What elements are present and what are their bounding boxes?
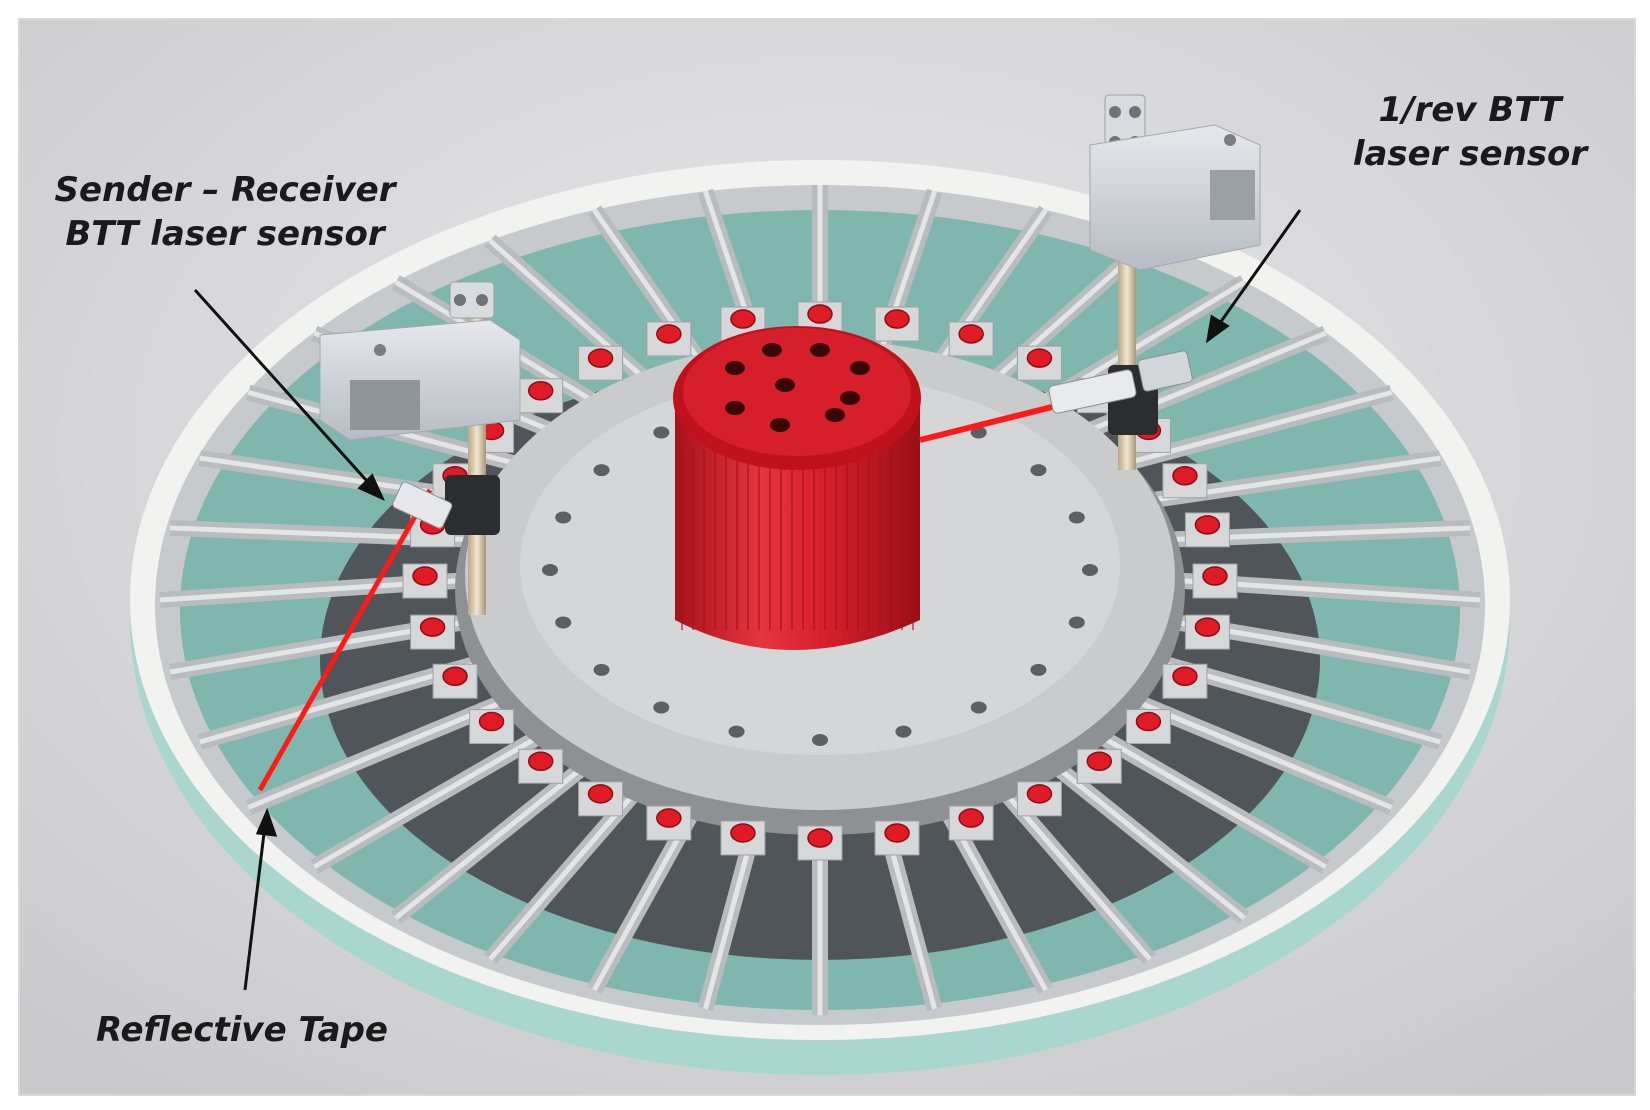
hub-hole [812, 734, 828, 746]
hub-hole [653, 701, 670, 714]
arrow-tape [243, 824, 267, 991]
laser-beam-onerev [919, 402, 1061, 443]
blade-highlight [394, 755, 597, 920]
label-reflective-tape: Reflective Tape [82, 1008, 402, 1052]
label-onerev-line2: laser sensor [1352, 134, 1588, 174]
bolt-head [478, 711, 505, 732]
bolt-head [656, 324, 682, 344]
bolt-head [730, 823, 756, 843]
annotation-arrows [193, 209, 1302, 991]
figure-frame: Sender – Receiver BTT laser sensor 1/rev… [18, 18, 1636, 1096]
bolt-head [1194, 617, 1221, 637]
bolt-head [730, 309, 756, 329]
blade-highlight [313, 726, 554, 869]
bolt-head [1194, 515, 1221, 535]
hub-hole [653, 426, 670, 439]
label-tape-text: Reflective Tape [96, 1010, 388, 1050]
bolt-head [527, 751, 554, 772]
hub-hole [1082, 564, 1098, 576]
arrow-onerev [1213, 209, 1302, 331]
hub-hole [555, 616, 572, 629]
bolt-head [412, 566, 438, 586]
hub-hole [555, 511, 572, 524]
rotor-top-hole [725, 401, 745, 415]
bolt-head [656, 808, 682, 828]
blade-highlight [1043, 755, 1246, 920]
rotor-cylinder [673, 326, 921, 650]
rotor-top-hole [810, 343, 830, 357]
hub-bolt-holes [542, 394, 1098, 746]
hub-hole [970, 426, 987, 439]
bolt-head [884, 823, 910, 843]
hub-hole [1030, 464, 1047, 477]
rotor-top-hole [825, 408, 845, 422]
hub-hole [970, 701, 987, 714]
bolt-head [807, 304, 833, 324]
bolt-head [1026, 348, 1053, 368]
bolt-head [527, 380, 554, 401]
hub-hole [895, 725, 912, 738]
label-onerev-sensor: 1/rev BTT laser sensor [1330, 88, 1610, 176]
rotor-top-hole [770, 418, 790, 432]
hub-hole [593, 464, 610, 477]
bolt-head [1172, 465, 1198, 486]
label-sender-line1: Sender – Receiver [54, 170, 396, 210]
bolt-head [884, 309, 910, 329]
bolt-head [1202, 566, 1228, 586]
rotor-top-hole [840, 391, 860, 405]
rotor-top-hole [850, 361, 870, 375]
blade-highlight [1086, 726, 1327, 869]
label-sender-line2: BTT laser sensor [65, 214, 385, 254]
hub-hole [1068, 511, 1085, 524]
hub-hole [1068, 616, 1085, 629]
bolt-head [1172, 666, 1198, 687]
rotor-top-hole [725, 361, 745, 375]
hub-hole [542, 564, 558, 576]
hub-hole [1030, 663, 1047, 676]
bolt-head [958, 324, 984, 344]
rotor-test-rig-illustration [20, 20, 1634, 1094]
bolt-head [442, 666, 468, 687]
hub-hole [593, 663, 610, 676]
bolt-head [419, 617, 446, 637]
hub-hole [728, 725, 745, 738]
bolt-head [1026, 784, 1053, 804]
bolt-head [807, 828, 833, 848]
sender-receiver-sensor [319, 281, 521, 615]
rotor-top-hole [762, 343, 782, 357]
onerev-sensor [1048, 94, 1261, 470]
label-sender-receiver-sensor: Sender – Receiver BTT laser sensor [50, 168, 400, 256]
bolt-head [587, 784, 614, 804]
laser-beam-sender [257, 488, 433, 792]
label-onerev-line1: 1/rev BTT [1378, 90, 1562, 130]
bolt-head [1086, 751, 1113, 772]
bolt-head [958, 808, 984, 828]
bolt-head [1135, 711, 1162, 732]
bolt-head [587, 348, 614, 368]
arrow-sender [193, 288, 377, 492]
rotor-top-hole [775, 378, 795, 392]
